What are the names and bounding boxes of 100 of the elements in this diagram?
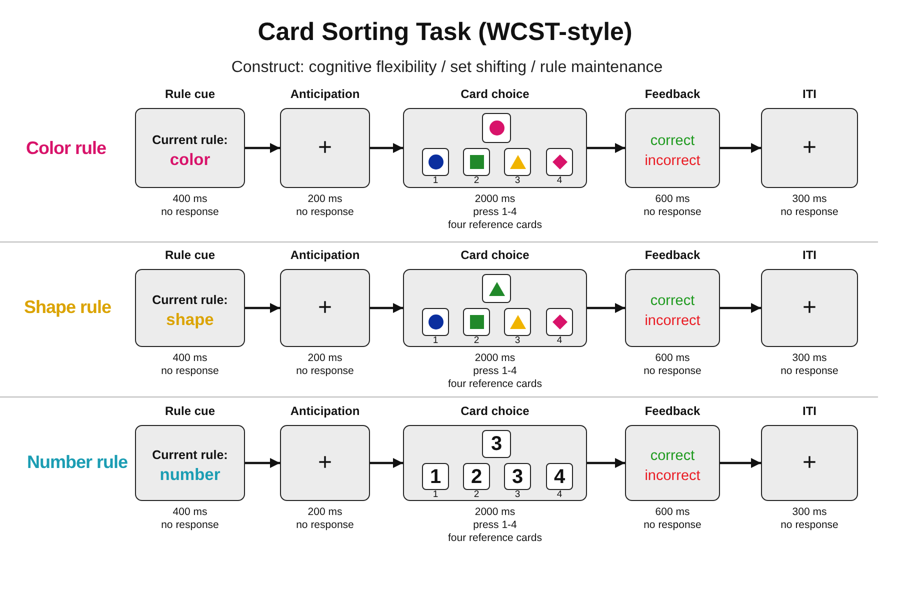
response-note: press 1-4 bbox=[473, 365, 517, 378]
stimulus-note: four reference cards bbox=[448, 532, 542, 545]
arrow bbox=[370, 303, 403, 313]
screen-title: Anticipation bbox=[290, 403, 360, 419]
card-number: 4 bbox=[556, 336, 562, 346]
timing-text: 400 ms bbox=[172, 352, 208, 365]
diamond-icon bbox=[552, 314, 567, 330]
screen-title: ITI bbox=[802, 403, 816, 419]
circle-icon bbox=[489, 120, 504, 136]
rule-prompt: Current rule: bbox=[152, 447, 228, 463]
card-number: 1 bbox=[432, 336, 438, 346]
card-number: 4 bbox=[556, 490, 562, 500]
reference-card: 4 bbox=[546, 463, 573, 490]
reference-card: 3 bbox=[504, 463, 531, 490]
screen-title: Anticipation bbox=[290, 247, 360, 263]
screen-title: ITI bbox=[802, 247, 816, 263]
screen-title: Card choice bbox=[460, 403, 530, 419]
rule-name: color bbox=[170, 150, 210, 170]
target-card: 3 bbox=[482, 430, 511, 458]
rule-prompt: Current rule: bbox=[152, 292, 228, 308]
subtitle: Construct: cognitive flexibility / set shifting / rule maintenance bbox=[231, 58, 663, 78]
row-label: Number rule bbox=[27, 451, 128, 473]
timing-text: 300 ms bbox=[792, 506, 827, 519]
arrow bbox=[587, 458, 625, 468]
response-note: no response bbox=[161, 519, 219, 532]
circle-icon bbox=[428, 154, 443, 170]
response-note: press 1-4 bbox=[473, 206, 517, 219]
arrow bbox=[370, 143, 403, 153]
fixation-cross: + bbox=[318, 135, 332, 161]
response-note: no response bbox=[161, 365, 219, 378]
timing-text: 400 ms bbox=[172, 193, 208, 206]
response-note: no response bbox=[780, 365, 838, 378]
response-note: no response bbox=[644, 365, 702, 378]
feedback-text: correct bbox=[650, 447, 695, 466]
screen-title: Feedback bbox=[644, 247, 700, 263]
timing-text: 300 ms bbox=[792, 193, 827, 206]
response-note: no response bbox=[161, 206, 219, 219]
card-number: 2 bbox=[474, 176, 480, 186]
card-number: 1 bbox=[432, 176, 438, 186]
square-icon bbox=[470, 315, 484, 329]
card-number: 3 bbox=[514, 490, 520, 500]
arrow bbox=[720, 143, 761, 153]
card-number: 2 bbox=[474, 336, 480, 346]
triangle-icon bbox=[510, 315, 526, 329]
timing-text: 200 ms bbox=[308, 352, 342, 365]
response-note: no response bbox=[780, 519, 838, 532]
triangle-icon bbox=[488, 282, 504, 296]
arrow bbox=[720, 458, 761, 468]
timing-text: 2000 ms bbox=[474, 193, 516, 206]
arrow bbox=[245, 143, 280, 153]
screen-title: Rule cue bbox=[164, 86, 215, 102]
timing-text: 200 ms bbox=[308, 193, 342, 206]
feedback-text: correct bbox=[650, 132, 695, 151]
arrow bbox=[245, 303, 280, 313]
arrow bbox=[245, 458, 280, 468]
card-number: 1 bbox=[432, 490, 438, 500]
feedback-text: incorrect bbox=[644, 467, 700, 486]
stimulus-note: four reference cards bbox=[448, 378, 542, 391]
square-icon bbox=[470, 155, 484, 169]
feedback-text: correct bbox=[650, 292, 695, 311]
screen-title: Card choice bbox=[460, 247, 530, 263]
arrow bbox=[587, 303, 625, 313]
timing-text: 300 ms bbox=[792, 352, 827, 365]
feedback-text: incorrect bbox=[644, 312, 700, 331]
screen-title: Feedback bbox=[644, 86, 700, 102]
screen-title: Card choice bbox=[460, 86, 530, 102]
rule-prompt: Current rule: bbox=[152, 132, 228, 148]
fixation-cross: + bbox=[802, 450, 816, 476]
timing-text: 400 ms bbox=[172, 506, 208, 519]
fixation-cross: + bbox=[318, 295, 332, 321]
fixation-cross: + bbox=[802, 135, 816, 161]
response-note: no response bbox=[780, 206, 838, 219]
arrow bbox=[720, 303, 761, 313]
rule-name: number bbox=[160, 465, 220, 485]
screen-title: Feedback bbox=[644, 403, 700, 419]
diamond-icon bbox=[552, 154, 567, 170]
screen-title: Rule cue bbox=[164, 403, 215, 419]
response-note: no response bbox=[644, 519, 702, 532]
triangle-icon bbox=[510, 155, 526, 169]
screen-title: ITI bbox=[802, 86, 816, 102]
response-note: no response bbox=[644, 206, 702, 219]
timing-text: 200 ms bbox=[308, 506, 342, 519]
screen-title: Anticipation bbox=[290, 86, 360, 102]
feedback-text: incorrect bbox=[644, 152, 700, 171]
card-number: 4 bbox=[556, 176, 562, 186]
screen-title: Rule cue bbox=[164, 247, 215, 263]
card-number: 2 bbox=[474, 490, 480, 500]
response-note: press 1-4 bbox=[473, 519, 517, 532]
stimulus-note: four reference cards bbox=[448, 219, 542, 232]
row-label: Shape rule bbox=[24, 296, 112, 318]
timing-text: 600 ms bbox=[655, 193, 690, 206]
rule-name: shape bbox=[166, 310, 214, 330]
timing-text: 2000 ms bbox=[474, 506, 516, 519]
title: Card Sorting Task (WCST-style) bbox=[258, 17, 632, 47]
reference-card: 1 bbox=[422, 463, 449, 490]
timing-text: 600 ms bbox=[655, 352, 690, 365]
card-number: 3 bbox=[514, 176, 520, 186]
fixation-cross: + bbox=[318, 450, 332, 476]
row-label: Color rule bbox=[26, 137, 106, 159]
response-note: no response bbox=[296, 519, 354, 532]
